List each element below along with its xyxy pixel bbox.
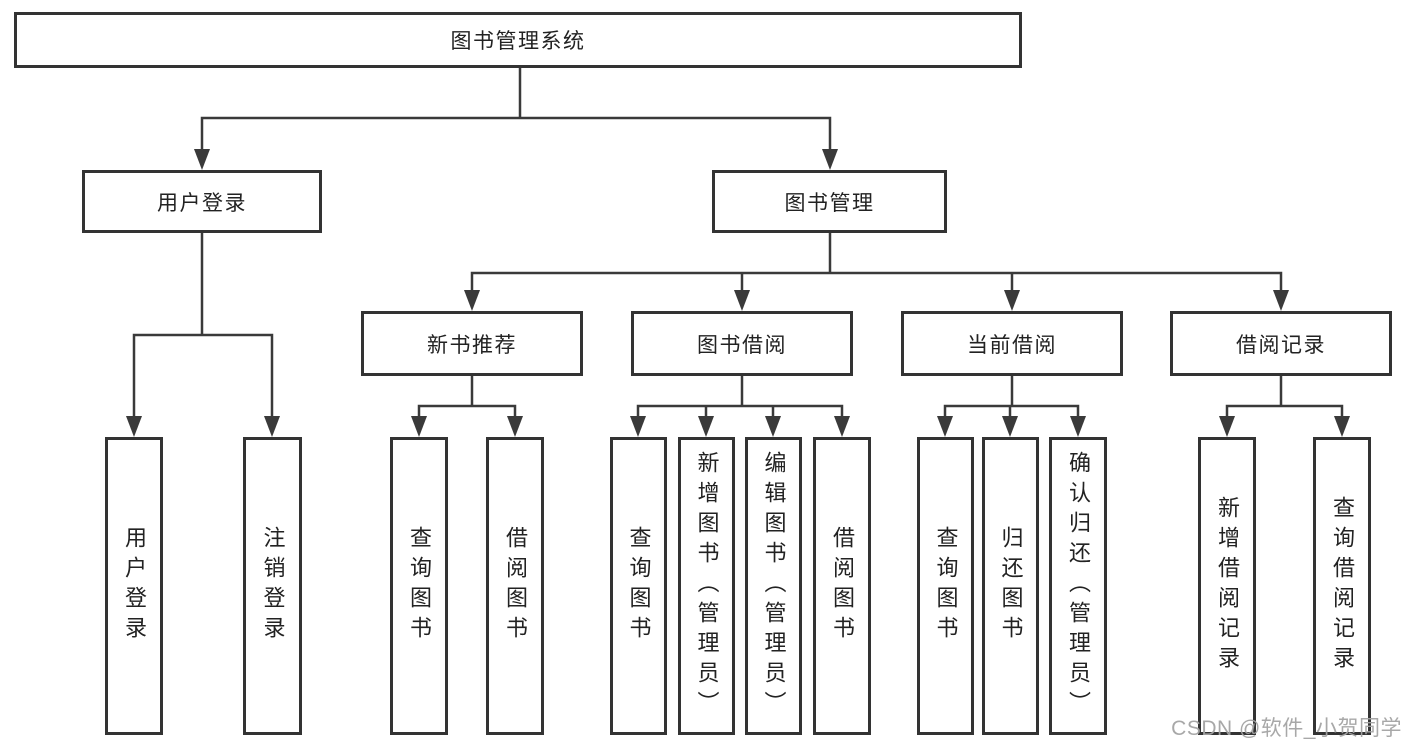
arrowhead	[834, 416, 850, 437]
node-label: 借阅图书	[830, 526, 855, 646]
leaf-return-books: 归还图书	[982, 437, 1039, 735]
leaf-borrowing-borrow-books: 借阅图书	[813, 437, 871, 735]
leaf-confirm-return-admin: 确认归还（管理员）	[1049, 437, 1107, 735]
node-label: 查询借阅记录	[1330, 496, 1355, 676]
arrowhead	[1002, 416, 1018, 437]
leaf-current-query-books: 查询图书	[917, 437, 974, 735]
node-label: 借阅记录	[1236, 333, 1326, 357]
arrowhead	[126, 416, 142, 437]
leaf-add-borrow-record: 新增借阅记录	[1198, 437, 1256, 735]
node-label: 确认归还（管理员）	[1066, 451, 1091, 721]
arrowhead	[698, 416, 714, 437]
node-label: 注销登录	[260, 526, 286, 646]
leaf-add-books-admin: 新增图书（管理员）	[678, 437, 735, 735]
leaf-edit-books-admin: 编辑图书（管理员）	[745, 437, 802, 735]
node-label: 查询图书	[407, 526, 432, 646]
arrowhead	[765, 416, 781, 437]
node-label: 用户登录	[122, 526, 147, 646]
node-label: 新书推荐	[427, 333, 517, 357]
node-label: 图书管理系统	[450, 30, 586, 53]
arrowhead	[1273, 290, 1289, 311]
watermark-text: CSDN @软件_小贺同学	[1171, 717, 1402, 740]
arrowhead	[1070, 416, 1086, 437]
node-library-system: 图书管理系统	[14, 12, 1022, 68]
node-label: 新增图书（管理员）	[694, 451, 720, 721]
arrowhead	[264, 416, 280, 437]
node-current-borrowing: 当前借阅	[901, 311, 1123, 376]
node-label: 图书管理	[784, 191, 875, 215]
node-label: 查询图书	[933, 526, 959, 646]
arrowhead	[630, 416, 646, 437]
leaf-borrowing-query-books: 查询图书	[610, 437, 667, 735]
arrowhead	[1334, 416, 1350, 437]
leaf-logout: 注销登录	[243, 437, 302, 735]
node-label: 归还图书	[998, 526, 1024, 646]
node-book-borrowing: 图书借阅	[631, 311, 853, 376]
node-label: 图书借阅	[697, 333, 787, 357]
leaf-user-login: 用户登录	[105, 437, 163, 735]
arrowhead	[464, 290, 480, 311]
node-user-login: 用户登录	[82, 170, 322, 233]
node-label: 借阅图书	[503, 526, 528, 646]
node-label: 用户登录	[157, 191, 247, 215]
node-label: 新增借阅记录	[1215, 496, 1240, 676]
arrowhead	[822, 149, 838, 170]
arrowhead	[194, 149, 210, 170]
node-borrowing-records: 借阅记录	[1170, 311, 1392, 376]
arrowhead	[507, 416, 523, 437]
arrowhead	[734, 290, 750, 311]
arrowhead	[937, 416, 953, 437]
node-book-management: 图书管理	[712, 170, 947, 233]
leaf-query-borrow-record: 查询借阅记录	[1313, 437, 1371, 735]
node-new-book-recommendation: 新书推荐	[361, 311, 583, 376]
leaf-recommend-borrow-books: 借阅图书	[486, 437, 544, 735]
node-label: 当前借阅	[967, 333, 1057, 357]
node-label: 编辑图书（管理员）	[761, 451, 787, 721]
node-label: 查询图书	[626, 526, 652, 646]
arrowhead	[1004, 290, 1020, 311]
arrowhead	[411, 416, 427, 437]
arrowhead	[1219, 416, 1235, 437]
leaf-recommend-query-books: 查询图书	[390, 437, 448, 735]
